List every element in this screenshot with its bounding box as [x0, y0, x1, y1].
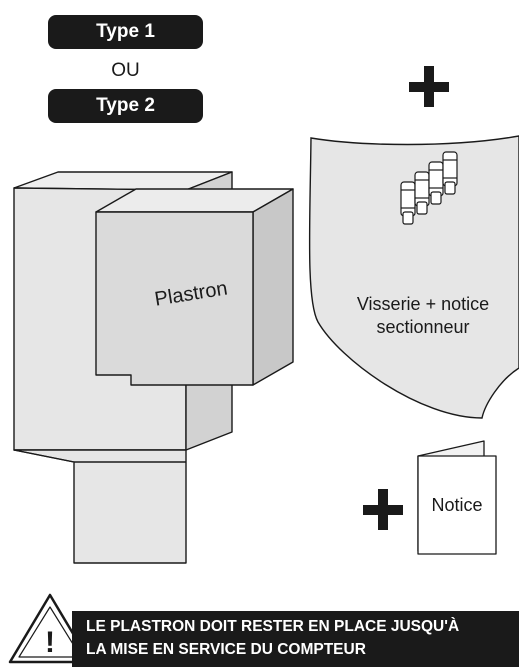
- plastron-cover: [95, 188, 294, 386]
- warning-icon: !: [8, 593, 92, 664]
- type-1-badge: Type 1: [48, 15, 203, 49]
- type-2-badge: Type 2: [48, 89, 203, 123]
- accessories-panel: [308, 135, 519, 419]
- kit-label-line2: sectionneur: [376, 317, 469, 337]
- warning-exclamation: !: [45, 626, 55, 659]
- notice-booklet-icon: [417, 440, 497, 555]
- warning-text-line1: LE PLASTRON DOIT RESTER EN PLACE JUSQU'À: [86, 618, 460, 635]
- warning-banner: LE PLASTRON DOIT RESTER EN PLACE JUSQU'À…: [72, 611, 519, 667]
- kit-label-line1: Visserie + notice: [357, 294, 489, 314]
- fuses-icon: [400, 151, 458, 225]
- plus-icon-top: [409, 66, 449, 107]
- warning-text-line2: LA MISE EN SERVICE DU COMPTEUR: [86, 641, 366, 658]
- or-label: OU: [111, 60, 140, 81]
- plus-icon-bottom: [363, 489, 403, 530]
- notice-label: Notice: [431, 495, 482, 515]
